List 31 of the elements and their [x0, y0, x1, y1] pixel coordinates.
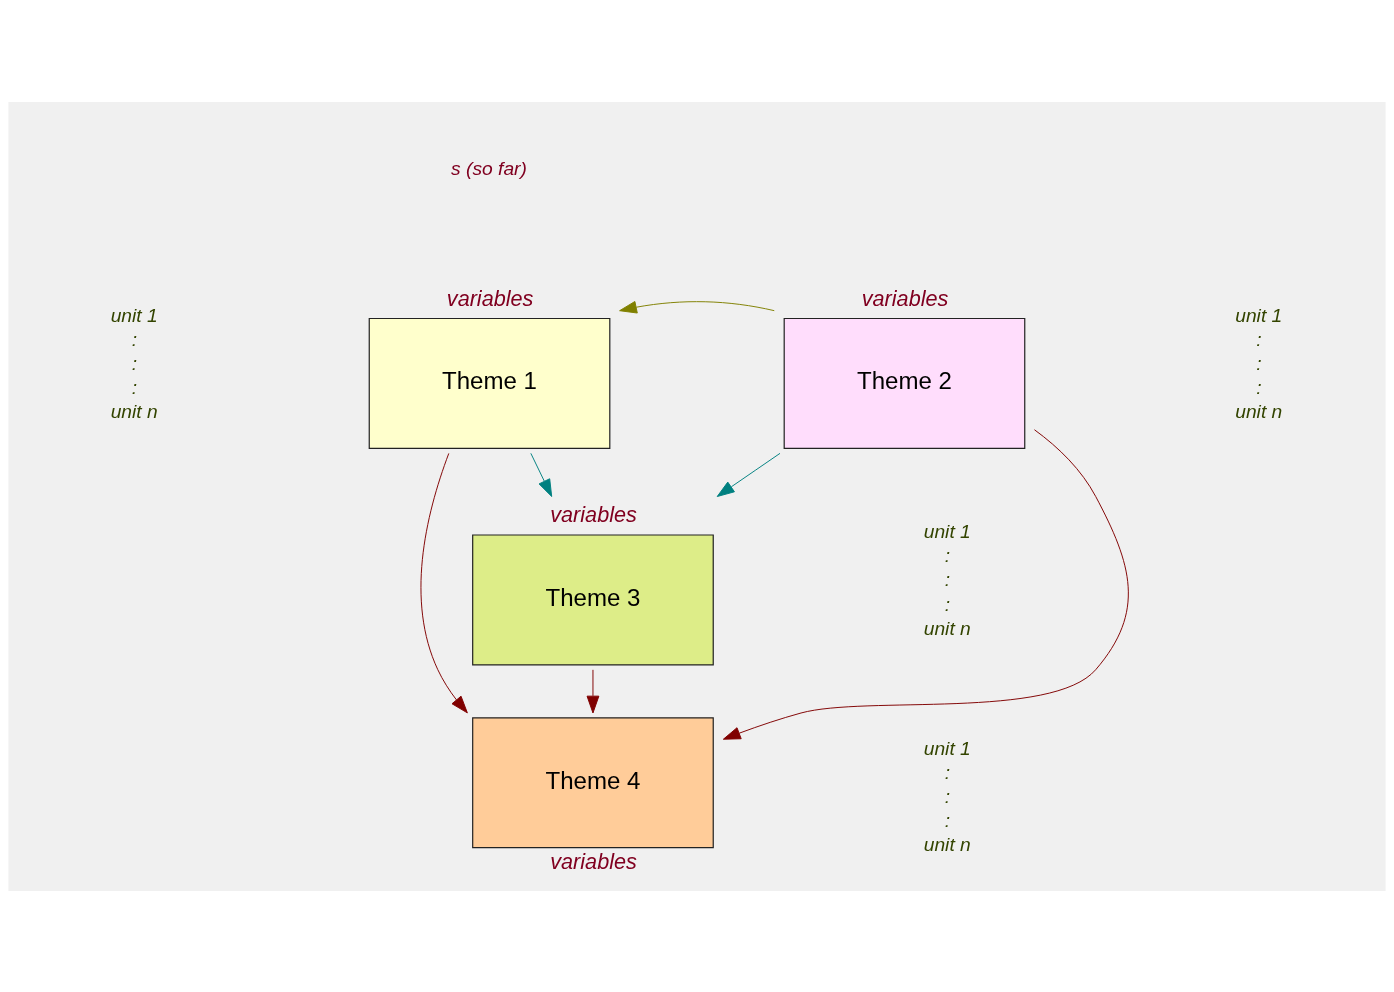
arrow	[586, 668, 600, 713]
node-label: :	[944, 761, 951, 783]
node-label: variables	[446, 285, 534, 311]
node-label: unit n	[923, 833, 971, 855]
node-label: variables	[550, 501, 637, 527]
node-label: variables	[861, 285, 949, 311]
arrow	[420, 452, 468, 713]
node-label: :	[944, 809, 951, 831]
node-label: :	[131, 328, 138, 350]
arrow	[722, 428, 1129, 740]
node-label: unit n	[1235, 400, 1283, 422]
node-label: :	[944, 544, 951, 566]
arrow	[619, 300, 775, 313]
node-label: :	[944, 593, 951, 615]
node-label: :	[944, 568, 951, 590]
node-label: unit 1	[923, 737, 971, 759]
node-label: variables	[550, 848, 637, 874]
arrow	[716, 452, 781, 497]
label: s (so far)	[451, 157, 527, 179]
node-label: :	[1256, 328, 1262, 350]
node-label: :	[1256, 376, 1262, 398]
node-label: :	[944, 785, 951, 807]
node-label: unit n	[110, 400, 158, 422]
node-label: :	[1256, 352, 1262, 374]
node-label: unit 1	[110, 304, 158, 326]
arrow	[530, 452, 553, 497]
node-label: unit n	[923, 617, 971, 639]
node-label: unit 1	[923, 520, 971, 542]
node-label: :	[131, 352, 138, 374]
node-label: unit 1	[1235, 304, 1283, 326]
node-label: :	[131, 376, 138, 398]
